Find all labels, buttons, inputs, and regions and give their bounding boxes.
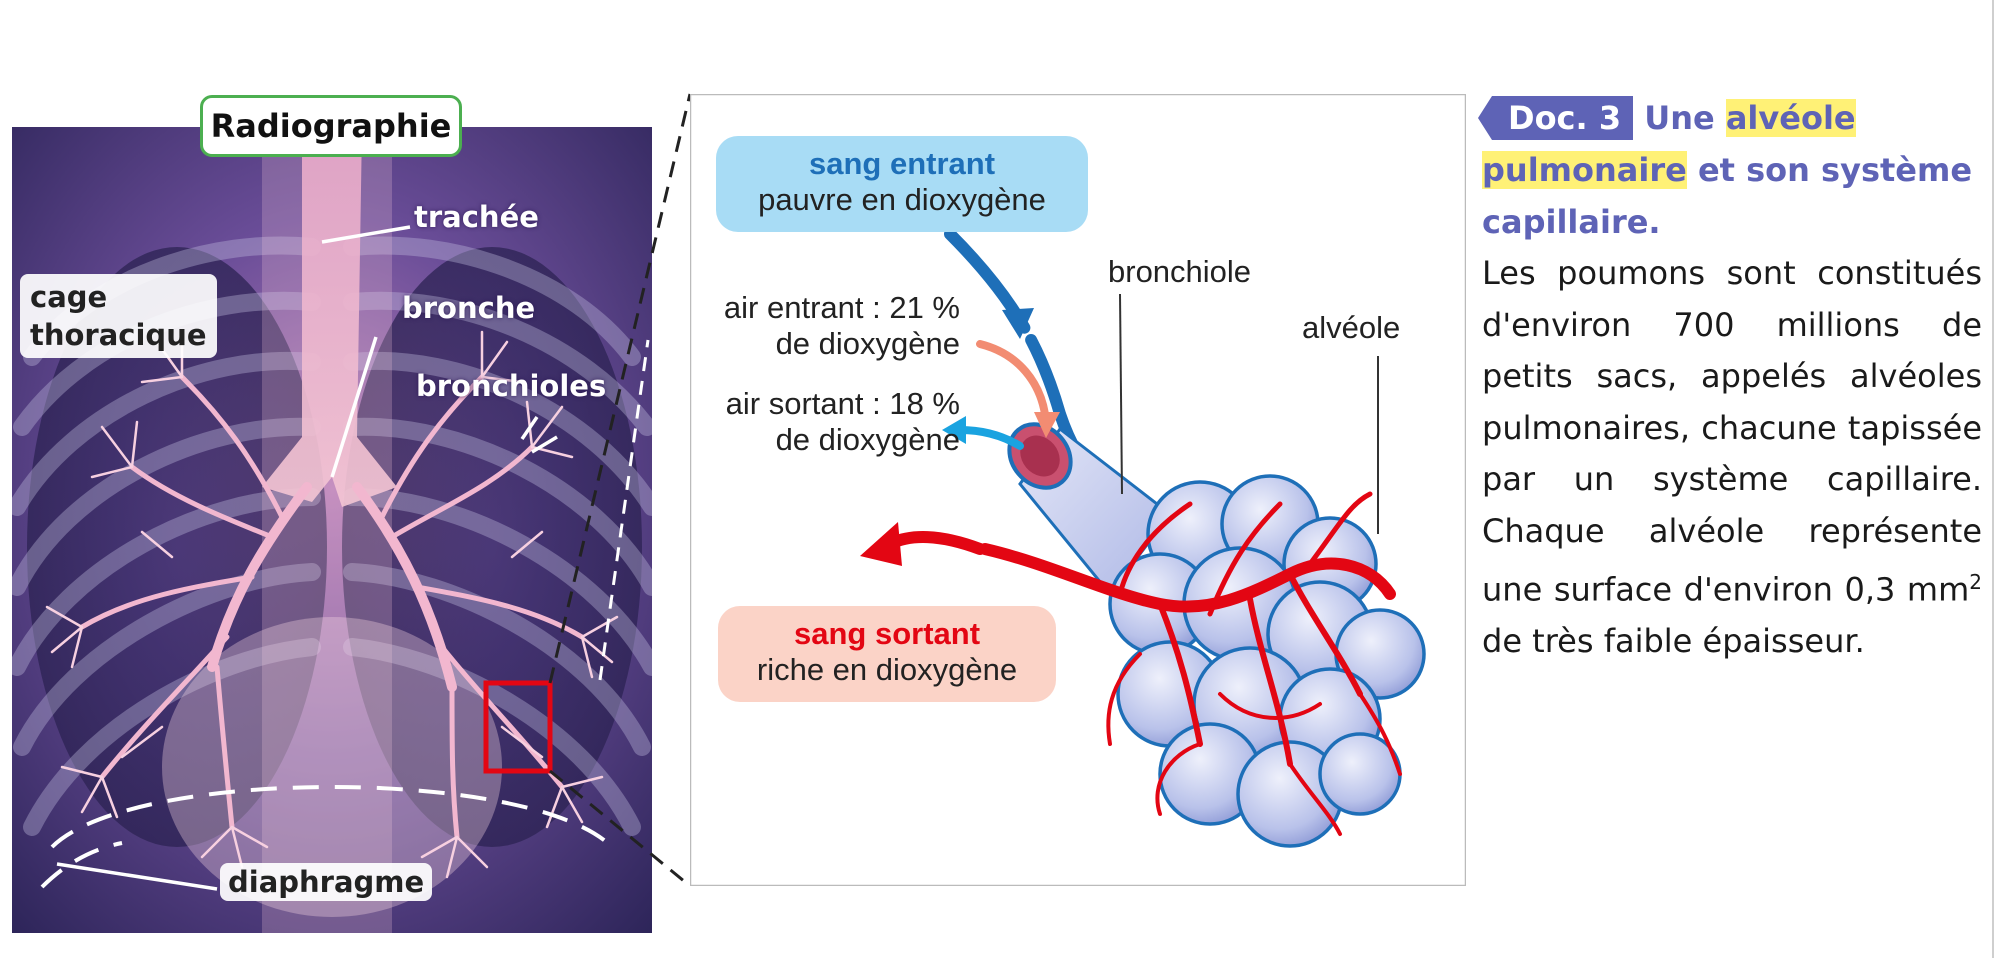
alveole-label: alvéole (1302, 310, 1401, 345)
air-entrant-line1: air entrant : 21 % (723, 290, 960, 325)
doc-tag: Doc. 3 (1477, 96, 1634, 140)
doc-title-highlight2: pulmonaire (1482, 151, 1687, 189)
xray-panel (8, 127, 661, 933)
sang-sortant-sub: riche en dioxygène (756, 652, 1018, 687)
doc-body-text: Les poumons sont constitués d'environ 70… (1482, 254, 1982, 609)
sang-entrant-title: sang entrant (808, 146, 996, 181)
sang-sortant-box: sang sortant riche en dioxygène (718, 606, 1056, 702)
doc-body-text-end: de très faible épaisseur. (1482, 622, 1865, 661)
label-diaphragme: diaphragme (220, 863, 433, 901)
doc-heading: Doc. 3 Une alvéole pulmonaire et son sys… (1477, 92, 1982, 248)
label-cage-thoracique: cage thoracique (20, 274, 217, 358)
air-entrant-line2: de dioxygène (775, 326, 960, 361)
label-cage: cage (30, 280, 108, 314)
doc-body-exponent: 2 (1969, 570, 1982, 594)
bronchiole-label: bronchiole (1108, 254, 1252, 289)
doc-title-part2: et son système capillaire. (1482, 151, 1973, 241)
page-edge-rule (1992, 0, 1994, 958)
label-trachee: trachée (414, 200, 539, 234)
air-sortant-line1: air sortant : 18 % (725, 386, 960, 421)
sang-entrant-sub: pauvre en dioxygène (758, 182, 1046, 217)
sang-entrant-box: sang entrant pauvre en dioxygène (716, 136, 1088, 232)
air-sortant-line2: de dioxygène (775, 422, 960, 457)
label-bronche: bronche (402, 291, 536, 325)
air-sortant-label: air sortant : 18 % de dioxygène (704, 386, 960, 458)
zoom-box (483, 680, 553, 774)
label-bronchioles: bronchioles (416, 369, 607, 403)
doc-body: Les poumons sont constitués d'environ 70… (1482, 248, 1982, 668)
air-entrant-label: air entrant : 21 % de dioxygène (704, 290, 960, 362)
xray-image (8, 127, 661, 933)
doc-title-highlight1: alvéole (1725, 99, 1856, 137)
alveole-diagram: sang entrant pauvre en dioxygène sang so… (690, 94, 1466, 886)
sang-sortant-title: sang sortant (793, 616, 981, 651)
doc-text-column: Doc. 3 Une alvéole pulmonaire et son sys… (1477, 92, 1982, 668)
doc-title-part1: Une (1644, 99, 1715, 137)
label-thoracique: thoracique (30, 318, 207, 352)
radiographie-title: Radiographie (200, 95, 462, 157)
